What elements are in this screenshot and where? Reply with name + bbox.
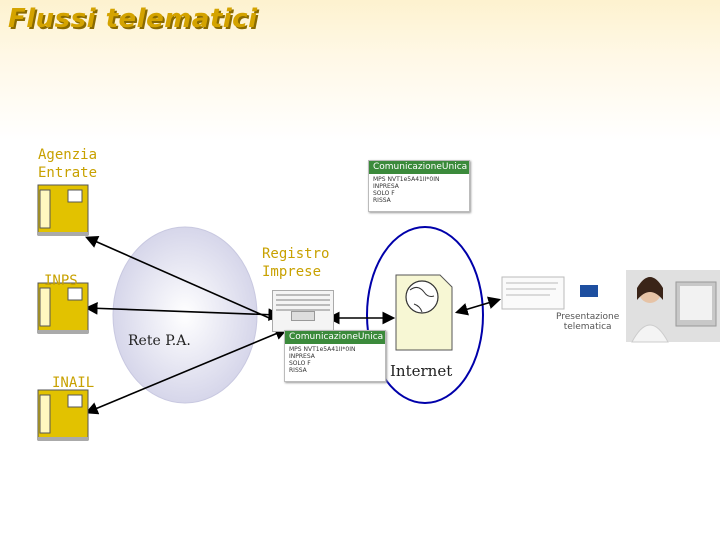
web-form-thumbnail [501,276,598,310]
label-agenzia-entrate: Agenzia Entrate [38,147,98,181]
card-line: RISSA [373,197,391,204]
arrow-internet-form [454,296,502,316]
comunicazione-unica-card-top: ComunicazioneUnica MPS NVT1e5A41II*0IN I… [368,160,470,212]
label-rete-pa: Rete P.A. [128,333,191,349]
arrow-inps-registro [84,301,282,322]
card-line: INPRESA [373,183,399,190]
label-presentazione: Presentazione telematica [556,312,620,332]
label-internet: Internet [390,362,453,380]
card-line: MPS NVT1e5A41II*0IN [373,176,440,183]
card-line: RISSA [289,367,307,374]
card-line: SOLO F [289,360,311,367]
label-registro-imprese: Registro Imprese [262,246,330,280]
card-header: ComunicazioneUnica [369,161,469,174]
header-gradient [0,0,720,140]
label-inail: INAIL [52,375,95,391]
card-header: ComunicazioneUnica [285,331,385,344]
comunicazione-unica-card-bottom: ComunicazioneUnica MPS NVT1e5A41II*0IN I… [284,330,386,382]
rete-pa-ellipse [112,226,258,404]
arrow-inail-registro [85,327,288,415]
server-inail [37,389,89,441]
page-title: Flussi telematici [8,4,258,34]
card-line: INPRESA [289,353,315,360]
card-line: MPS NVT1e5A41II*0IN [289,346,356,353]
label-inps: INPS [44,273,78,289]
registro-document [272,290,334,332]
person-illustration [626,270,720,343]
card-line: SOLO F [373,190,395,197]
server-inps [37,282,89,334]
server-agenzia [37,184,89,236]
internet-page-icon [395,274,453,351]
